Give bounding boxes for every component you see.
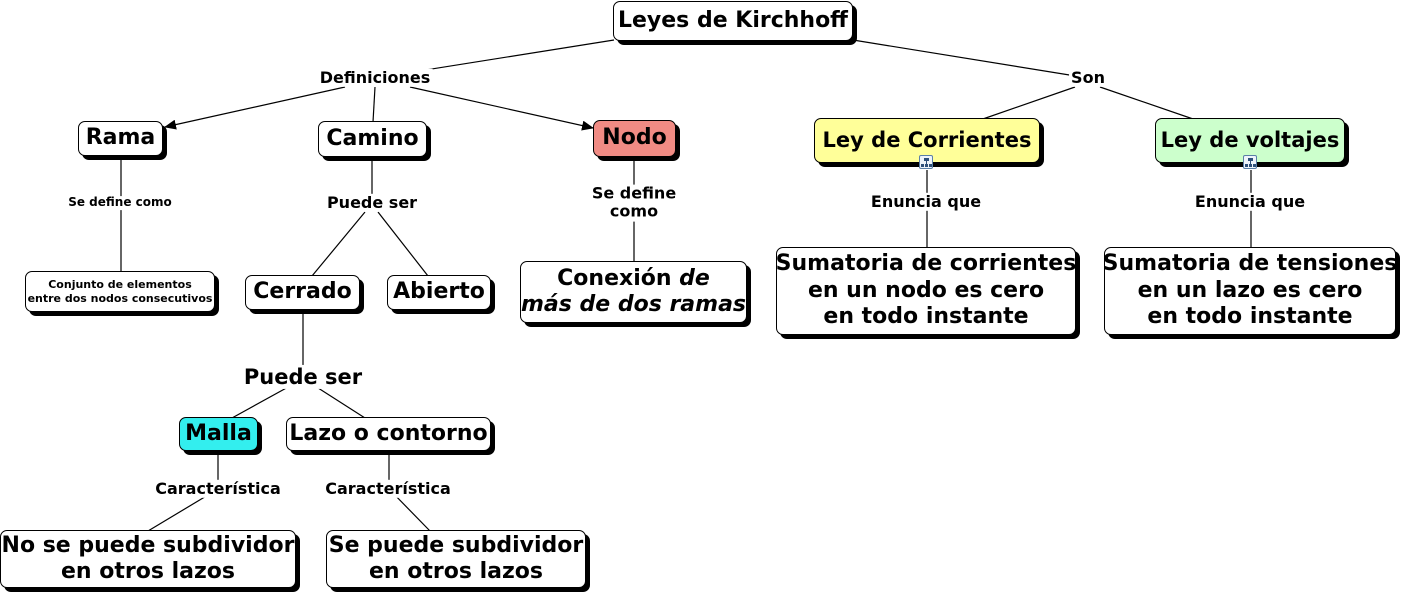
concept-camino[interactable]: Camino bbox=[318, 121, 427, 157]
link-se-define-como-rama: Se define como bbox=[66, 195, 174, 210]
concept-se-puede-subdividir[interactable]: Se puede subdividor en otros lazos bbox=[326, 530, 586, 588]
link-caracteristica-lazo: Característica bbox=[323, 478, 453, 499]
conexion-de: de bbox=[679, 265, 710, 291]
concept-nodo[interactable]: Nodo bbox=[593, 120, 676, 157]
conexion-word: Conexión bbox=[557, 265, 680, 291]
no-sub-line2: en otros lazos bbox=[61, 559, 235, 584]
concept-map-icon[interactable] bbox=[1243, 155, 1257, 169]
concept-conjunto-de-elementos[interactable]: Conjunto de elementos entre dos nodos co… bbox=[25, 271, 215, 312]
concept-rama[interactable]: Rama bbox=[78, 121, 163, 156]
link-puede-ser-camino: Puede ser bbox=[324, 192, 420, 213]
conjunto-line2: entre dos nodos consecutivos bbox=[27, 291, 213, 305]
sum-ten-line2: en un lazo es cero bbox=[1137, 277, 1363, 303]
si-sub-line1: Se puede subdividor bbox=[328, 532, 584, 558]
link-son: Son bbox=[1069, 67, 1107, 88]
sum-ten-line1: Sumatoria de tensiones bbox=[1102, 251, 1398, 277]
sum-corr-line2: en un nodo es cero bbox=[807, 277, 1045, 303]
conexion-line2: más de dos ramas bbox=[520, 292, 747, 317]
sum-ten-line3: en todo instante bbox=[1147, 304, 1353, 330]
concept-sumatoria-de-tensiones[interactable]: Sumatoria de tensiones en un lazo es cer… bbox=[1102, 247, 1398, 335]
link-se-define-como-nodo: Se define como bbox=[589, 183, 679, 222]
sum-corr-line3: en todo instante bbox=[823, 304, 1029, 330]
no-sub-line1: No se puede subdividor bbox=[1, 532, 295, 558]
link-enuncia-que-corrientes: Enuncia que bbox=[868, 191, 984, 212]
concept-cerrado[interactable]: Cerrado bbox=[245, 275, 360, 310]
sum-corr-line1: Sumatoria de corrientes bbox=[775, 251, 1077, 277]
ley-corrientes-label: Ley de Corrientes bbox=[822, 127, 1032, 152]
concept-no-se-puede-subdividir[interactable]: No se puede subdividor en otros lazos bbox=[0, 530, 296, 588]
link-puede-ser-cerrado: Puede ser bbox=[241, 364, 365, 390]
link-se-define-line2: como bbox=[609, 202, 659, 221]
concept-abierto[interactable]: Abierto bbox=[387, 275, 491, 310]
link-enuncia-que-voltajes: Enuncia que bbox=[1192, 191, 1308, 212]
concept-malla[interactable]: Malla bbox=[179, 417, 258, 451]
conjunto-line1: Conjunto de elementos bbox=[48, 278, 192, 292]
conexion-line1: Conexión de bbox=[557, 266, 710, 292]
concept-map-icon[interactable] bbox=[919, 155, 933, 169]
link-se-define-line1: Se define bbox=[591, 183, 677, 203]
concept-conexion-de-ramas[interactable]: Conexión de más de dos ramas bbox=[520, 261, 747, 323]
concept-leyes-de-kirchhoff[interactable]: Leyes de Kirchhoff bbox=[613, 1, 853, 41]
si-sub-line2: en otros lazos bbox=[369, 559, 543, 584]
concept-sumatoria-de-corrientes[interactable]: Sumatoria de corrientes en un nodo es ce… bbox=[776, 247, 1076, 335]
link-caracteristica-malla: Característica bbox=[153, 478, 283, 499]
concept-lazo-o-contorno[interactable]: Lazo o contorno bbox=[286, 417, 491, 451]
link-definiciones: Definiciones bbox=[317, 67, 433, 88]
ley-voltajes-label: Ley de voltajes bbox=[1160, 127, 1340, 152]
